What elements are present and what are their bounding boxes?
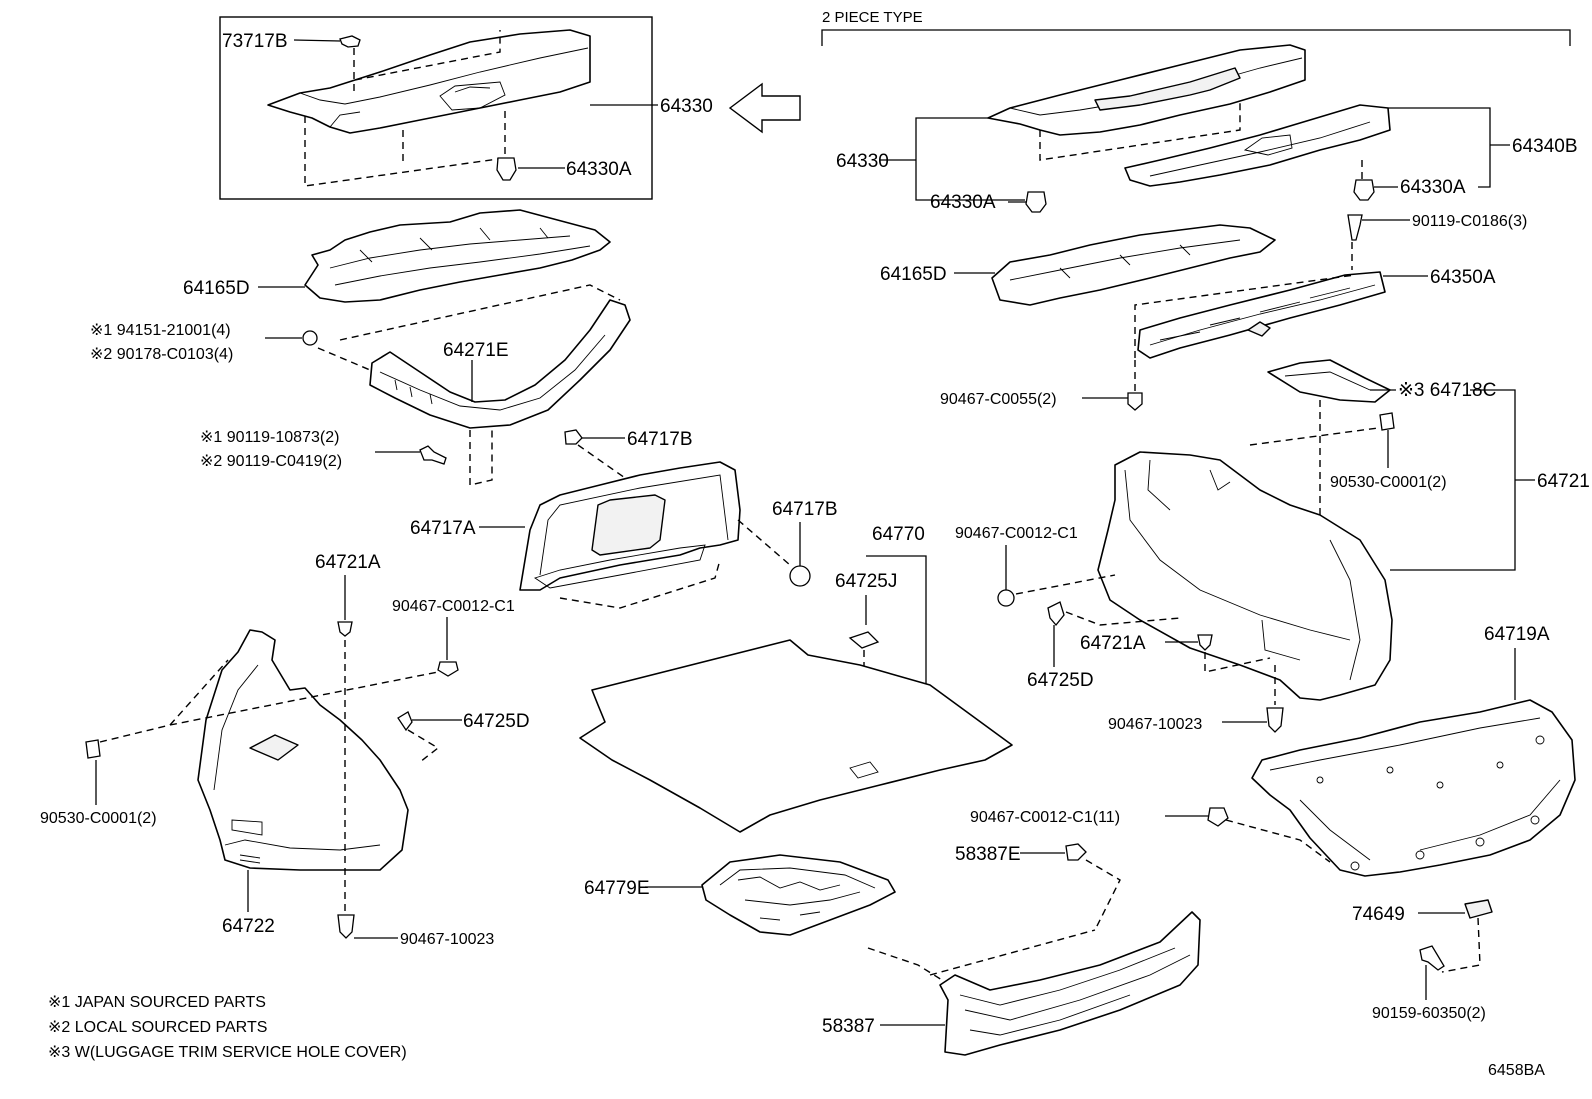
- right-header: 2 PIECE TYPE: [821, 9, 1571, 46]
- label-64779E: 64779E: [584, 878, 650, 899]
- diagram-code: 6458BA: [1488, 1062, 1545, 1079]
- label-64271E: 64271E: [443, 340, 509, 361]
- label-90119-C0186: 90119-C0186(3): [1412, 213, 1527, 230]
- clip-64725J: [848, 631, 880, 649]
- label-90467-C1-left: 90467-C0012-C1: [392, 598, 515, 615]
- clip-73717B: [339, 35, 361, 48]
- label-90467-C0055: 90467-C0055(2): [940, 391, 1057, 408]
- clip-64330A-right-2: [1353, 179, 1375, 201]
- label-90119-10873: ※1 90119-10873(2): [200, 429, 339, 446]
- clip-90467-10023-left: [337, 914, 355, 939]
- note-2: ※2 LOCAL SOURCED PARTS: [48, 1019, 267, 1036]
- label-90467-C1-right: 90467-C0012-C1: [955, 525, 1078, 542]
- label-64340B: 64340B: [1512, 136, 1578, 157]
- right-tray-2piece: 64330 64330A 64330A 64340B: [836, 44, 1578, 213]
- clip-64725D-left: [397, 711, 413, 732]
- label-64725D-right: 64725D: [1027, 670, 1094, 691]
- label-64721A-left: 64721A: [315, 552, 381, 573]
- label-64725D-left: 64725D: [463, 711, 530, 732]
- label-64718C: ※3 64718C: [1398, 380, 1496, 401]
- label-64350A: 64350A: [1430, 267, 1496, 288]
- assembly-frame: [219, 16, 653, 200]
- label-64721A-right: 64721A: [1080, 633, 1146, 654]
- center-scuff-plate-58387: 58387E 58387: [822, 843, 1201, 1056]
- clip-64717B-right: [789, 565, 811, 587]
- left-quarter-trim-64722: 64721A 90467-C0012-C1 64722 64725D 90530…: [40, 552, 530, 948]
- bolt-icon: [419, 445, 447, 465]
- label-64165D-right: 64165D: [880, 264, 947, 285]
- label-90530-left: 90530-C0001(2): [40, 810, 157, 827]
- clip-64721A-left: [337, 621, 353, 637]
- label-64717A: 64717A: [410, 518, 476, 539]
- label-58387: 58387: [822, 1016, 875, 1037]
- clip-90530-right: [1379, 412, 1395, 431]
- clip-64717B-top: [564, 429, 583, 445]
- clip-64330A-right-1: [1025, 191, 1047, 213]
- label-64717B-right: 64717B: [772, 499, 838, 520]
- label-73717B: 73717B: [222, 31, 288, 52]
- label-74649: 74649: [1352, 904, 1405, 925]
- label-64330A-r2: 64330A: [1400, 177, 1466, 198]
- clip-58387E: [1065, 843, 1087, 861]
- nut-icon: [302, 330, 318, 346]
- clip-90530-left: [85, 739, 101, 759]
- label-64770: 64770: [872, 524, 925, 545]
- label-64721: 64721: [1537, 471, 1590, 492]
- label-64725J: 64725J: [835, 571, 897, 592]
- label-90467-10023-right: 90467-10023: [1108, 716, 1202, 733]
- clip-90467-left: [437, 661, 459, 677]
- label-90178: ※2 90178-C0103(4): [90, 346, 233, 363]
- label-64165D-left: 64165D: [183, 278, 250, 299]
- center-floor-mat-64770: 64770 64725J: [579, 524, 1013, 833]
- clip-64725D-right: [1047, 601, 1065, 627]
- label-90159: 90159-60350(2): [1372, 1005, 1486, 1022]
- label-90467-10023-left: 90467-10023: [400, 931, 494, 948]
- right-insulator-bracket: 90119-C0186(3) 64165D 64350A 90467-C0055…: [880, 213, 1527, 411]
- label-64719A: 64719A: [1484, 624, 1550, 645]
- left-insulator-64165D: 64165D: [183, 209, 611, 303]
- clip-90467-C0055: [1127, 392, 1143, 411]
- left-clip-notes: ※1 94151-21001(4) ※2 90178-C0103(4): [90, 322, 318, 363]
- label-94151: ※1 94151-21001(4): [90, 322, 231, 339]
- clip-90467-10023-right: [1266, 707, 1284, 733]
- bolt-90119-C0186: [1347, 214, 1363, 241]
- label-64722: 64722: [222, 916, 275, 937]
- label-64330-left: 64330: [660, 96, 713, 117]
- clip-90467-C1-right: [997, 589, 1015, 607]
- handle-74649: [1464, 899, 1493, 919]
- right-quarter-trim-64721: ※3 64718C 64721 90530-C0001(2) 90467-C00…: [955, 359, 1590, 733]
- note-1: ※1 JAPAN SOURCED PARTS: [48, 994, 266, 1011]
- left-trim-64717A: 64717B 64717A 64717B: [410, 429, 838, 609]
- label-58387E: 58387E: [955, 844, 1021, 865]
- center-tray-64779E: 64779E: [584, 854, 896, 936]
- clip-90467-C1-11: [1207, 807, 1229, 827]
- arrow-left-icon: [728, 82, 801, 134]
- left-bolt-notes: ※1 90119-10873(2) ※2 90119-C0419(2): [200, 429, 447, 470]
- label-64717B-top: 64717B: [627, 429, 693, 450]
- label-64330-right: 64330: [836, 151, 889, 172]
- label-64330A-r1: 64330A: [930, 192, 996, 213]
- left-brace-64271E: 64271E: [317, 284, 631, 486]
- left-framed-assembly: 73717B 64330A 64330: [219, 16, 801, 200]
- footnotes: ※1 JAPAN SOURCED PARTS ※2 LOCAL SOURCED …: [48, 994, 1545, 1079]
- label-90119-C0419: ※2 90119-C0419(2): [200, 453, 342, 470]
- type-label: 2 PIECE TYPE: [822, 9, 923, 26]
- package-tray-lower-64340B: [1124, 104, 1391, 187]
- clip-64721A-right: [1197, 634, 1213, 651]
- clip-64330A-left: [496, 157, 517, 181]
- note-3: ※3 W(LUGGAGE TRIM SERVICE HOLE COVER): [48, 1044, 407, 1061]
- label-90467-C1-11: 90467-C0012-C1(11): [970, 809, 1120, 826]
- label-90530-right: 90530-C0001(2): [1330, 474, 1447, 491]
- package-tray-trim-64330: [267, 29, 591, 134]
- right-lid-trim-64719A: 64719A 90467-C0012-C1(11) 74649 90159-60…: [970, 624, 1576, 1022]
- label-64330A-left: 64330A: [566, 159, 632, 180]
- bolt-90159: [1419, 945, 1445, 971]
- package-tray-upper-64330: [987, 44, 1306, 136]
